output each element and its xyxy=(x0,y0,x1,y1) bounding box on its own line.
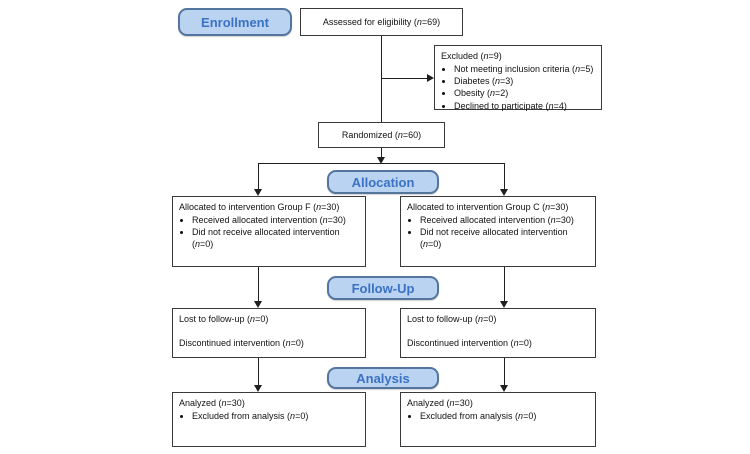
excluded-item: Diabetes (n=3) xyxy=(454,75,595,87)
arrowhead-an-right xyxy=(500,385,508,392)
analyzed-title: Analyzed (n=30) xyxy=(179,398,245,408)
connector-branch-left xyxy=(258,163,259,189)
enrollment-stage-badge: Enrollment xyxy=(178,8,292,36)
arrowhead-excluded xyxy=(427,74,434,82)
arrowhead-an-left xyxy=(254,385,262,392)
excluded-title: Excluded (n=9) xyxy=(441,51,502,61)
arrowhead-fu-right xyxy=(500,301,508,308)
excluded-list: Not meeting inclusion criteria (n=5) Dia… xyxy=(441,63,595,112)
allocation-group-c-box: Allocated to intervention Group C (n=30)… xyxy=(400,196,596,267)
randomized-box: Randomized (n=60) xyxy=(318,122,445,148)
connector-randomized-to-branch xyxy=(381,148,382,158)
allocation-item: Did not receive allocated intervention (… xyxy=(420,226,589,250)
allocation-group-c-title: Allocated to intervention Group C (n=30) xyxy=(407,202,569,212)
allocation-item: Received allocated intervention (n=30) xyxy=(420,214,589,226)
arrowhead-fu-left xyxy=(254,301,262,308)
analyzed-item: Excluded from analysis (n=0) xyxy=(420,410,589,422)
lost-to-followup: Lost to follow-up (n=0) xyxy=(179,314,269,324)
connector-to-excluded xyxy=(381,78,427,79)
allocation-group-f-title: Allocated to intervention Group F (n=30) xyxy=(179,202,340,212)
analyzed-left-box: Analyzed (n=30) Excluded from analysis (… xyxy=(172,392,366,447)
assessed-for-eligibility-box: Assessed for eligibility (n=69) xyxy=(300,8,463,36)
followup-left-box: Lost to follow-up (n=0) Discontinued int… xyxy=(172,308,366,358)
connector-fu-an-right xyxy=(504,358,505,385)
connector-assessed-to-randomized xyxy=(381,36,382,122)
analyzed-list: Excluded from analysis (n=0) xyxy=(179,410,359,422)
connector-branch-right xyxy=(504,163,505,189)
analyzed-right-box: Analyzed (n=30) Excluded from analysis (… xyxy=(400,392,596,447)
excluded-box: Excluded (n=9) Not meeting inclusion cri… xyxy=(434,45,602,112)
analyzed-title: Analyzed (n=30) xyxy=(407,398,473,408)
arrowhead-allocation-left xyxy=(254,189,262,196)
allocation-group-f-list: Received allocated intervention (n=30) D… xyxy=(179,214,359,250)
analyzed-list: Excluded from analysis (n=0) xyxy=(407,410,589,422)
analysis-stage-badge: Analysis xyxy=(327,367,439,389)
followup-stage-badge: Follow-Up xyxy=(327,276,439,300)
arrowhead-branch xyxy=(377,157,385,164)
allocation-stage-badge: Allocation xyxy=(327,170,439,194)
lost-to-followup: Lost to follow-up (n=0) xyxy=(407,314,497,324)
allocation-item: Did not receive allocated intervention (… xyxy=(192,226,359,250)
excluded-item: Obesity (n=2) xyxy=(454,87,595,99)
discontinued-intervention: Discontinued intervention (n=0) xyxy=(407,338,532,349)
connector-fu-an-left xyxy=(258,358,259,385)
connector-alloc-fu-left xyxy=(258,267,259,301)
connector-alloc-fu-right xyxy=(504,267,505,301)
branch-line xyxy=(258,163,505,164)
discontinued-intervention: Discontinued intervention (n=0) xyxy=(179,338,304,349)
followup-right-box: Lost to follow-up (n=0) Discontinued int… xyxy=(400,308,596,358)
allocation-item: Received allocated intervention (n=30) xyxy=(192,214,359,226)
allocation-group-f-box: Allocated to intervention Group F (n=30)… xyxy=(172,196,366,267)
analyzed-item: Excluded from analysis (n=0) xyxy=(192,410,359,422)
excluded-item: Not meeting inclusion criteria (n=5) xyxy=(454,63,595,75)
excluded-item: Declined to participate (n=4) xyxy=(454,100,595,112)
allocation-group-c-list: Received allocated intervention (n=30) D… xyxy=(407,214,589,250)
arrowhead-allocation-right xyxy=(500,189,508,196)
